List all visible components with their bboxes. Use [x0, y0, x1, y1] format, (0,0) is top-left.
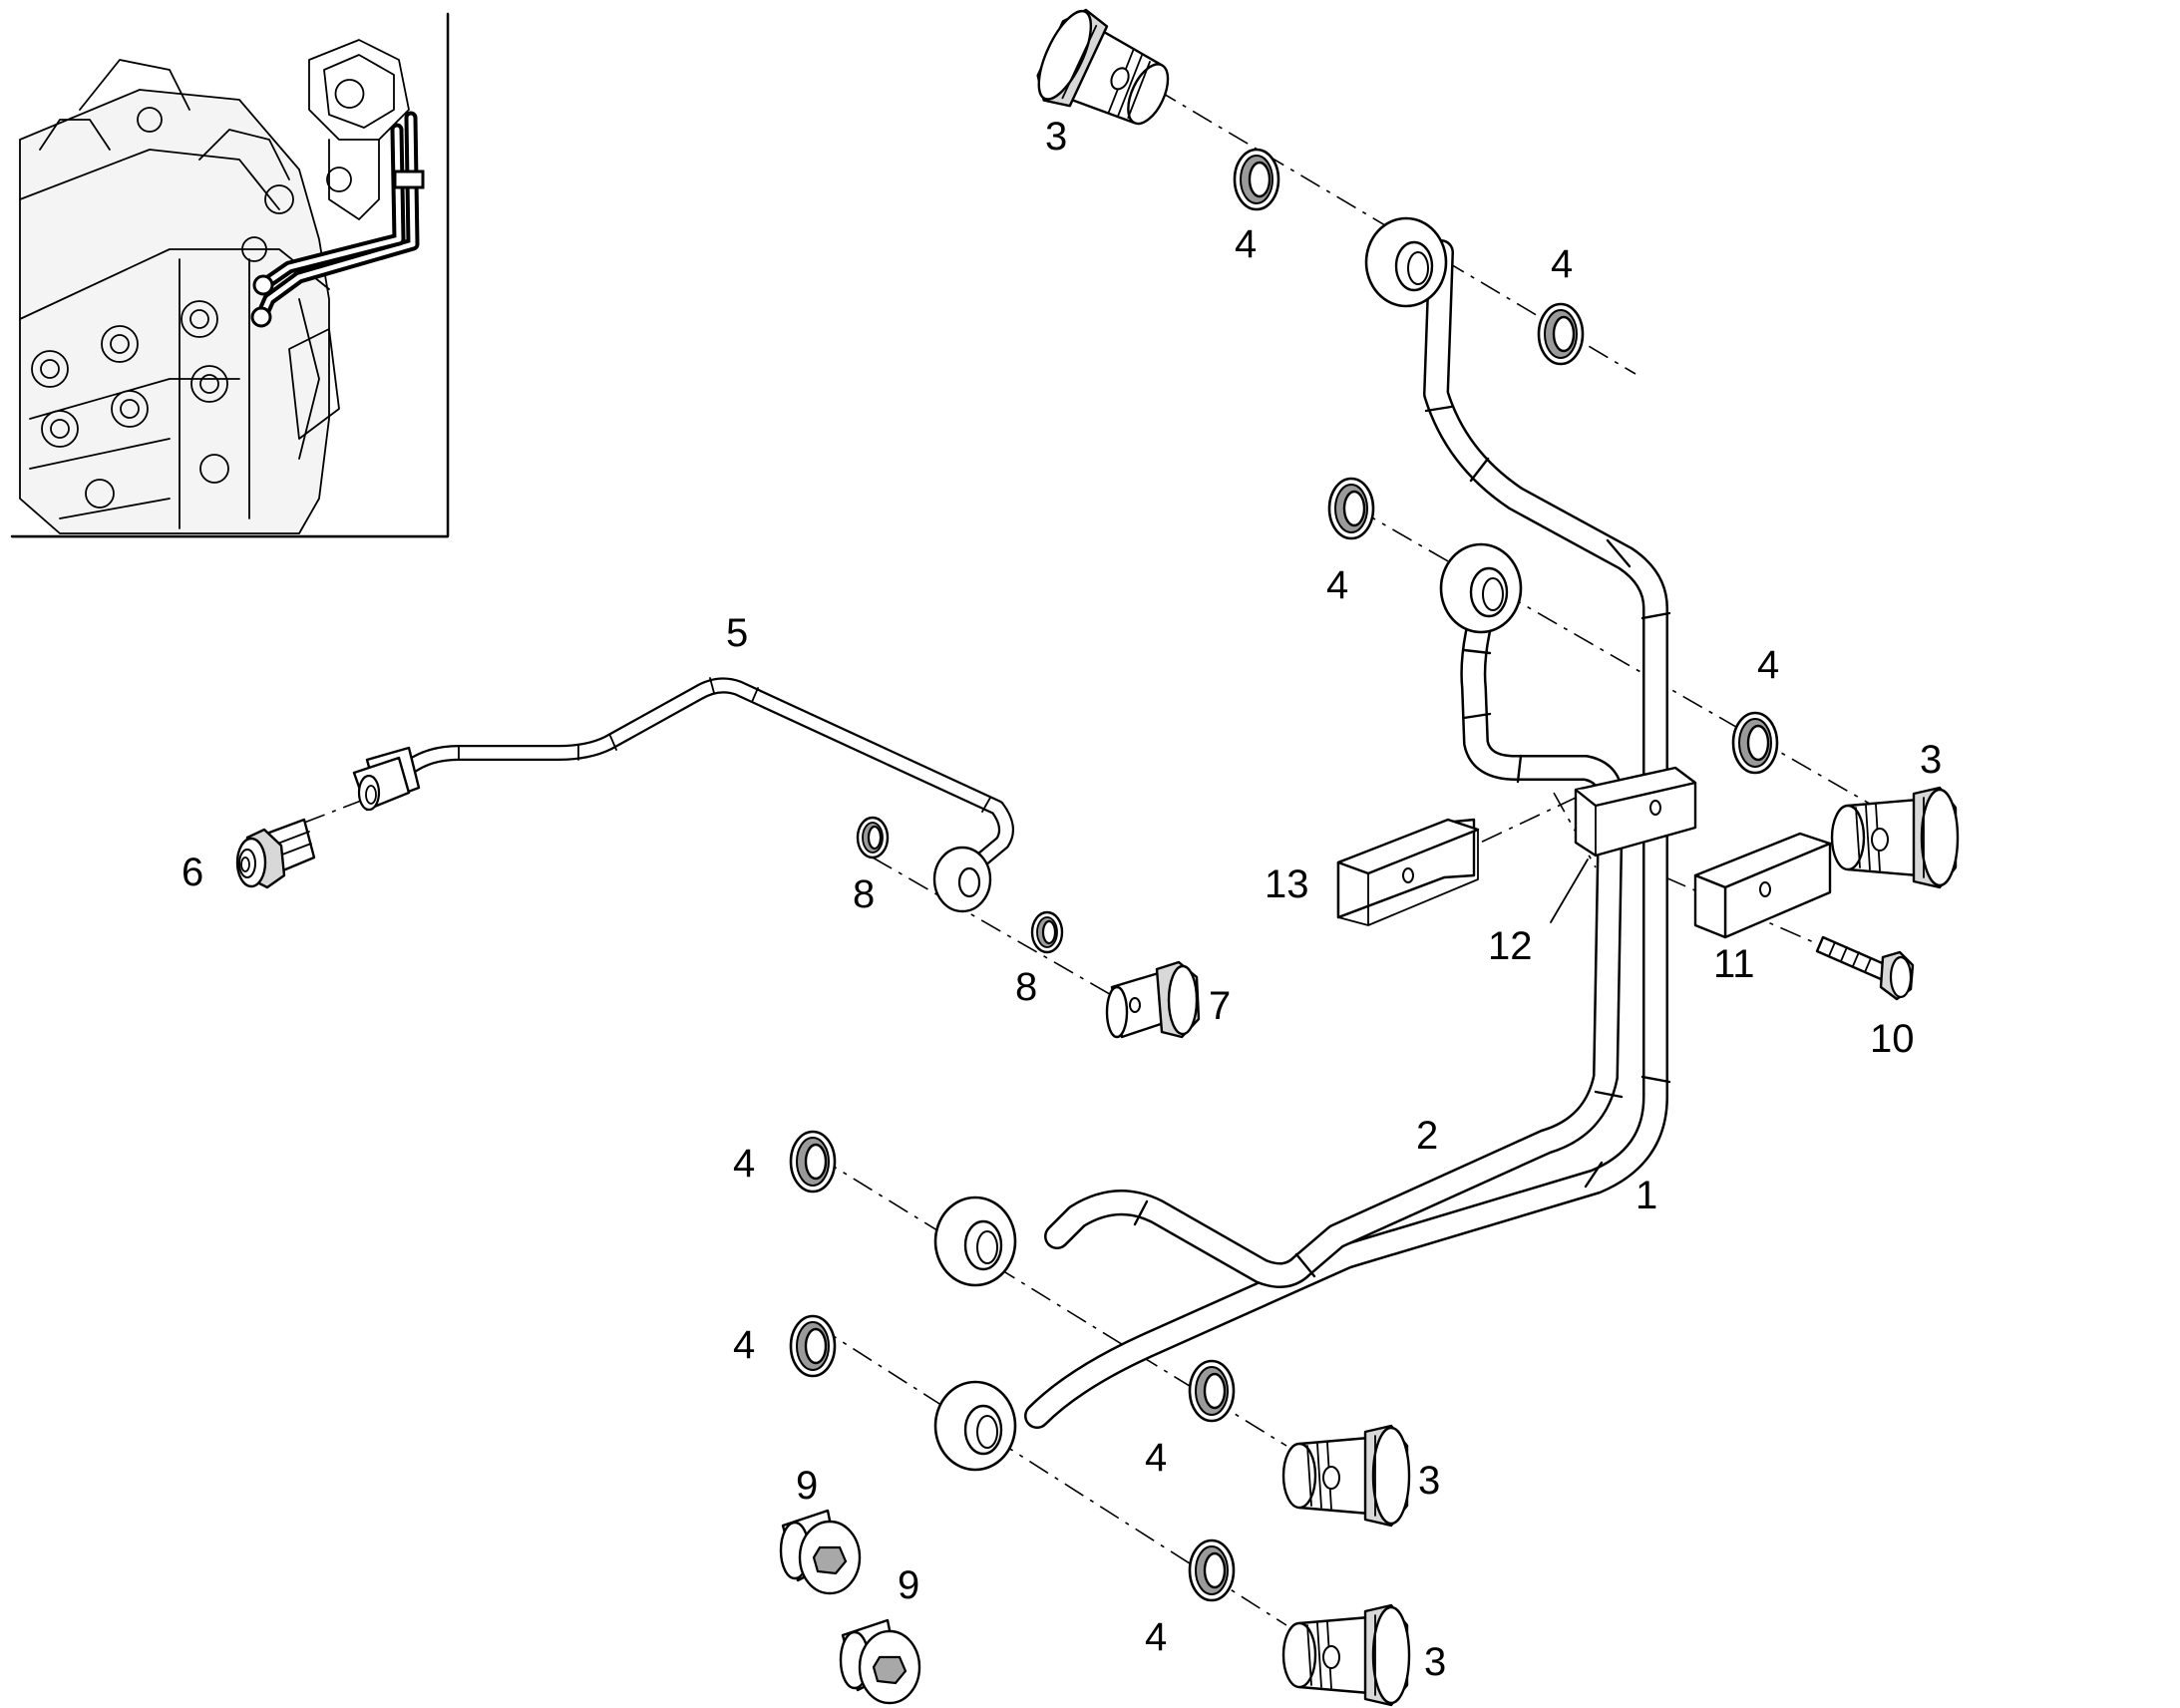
callout-6: 6 [182, 851, 203, 894]
hex-bolt-10 [1815, 935, 1915, 1001]
callout-4: 4 [1326, 563, 1348, 607]
banjo-bolt-3-bottom [1281, 1603, 1411, 1707]
callout-labels: 3 4 4 4 4 3 5 6 8 8 7 13 12 11 10 2 1 4 … [182, 115, 1942, 1684]
callout-3: 3 [1418, 1459, 1440, 1503]
plug-9-lower [839, 1618, 921, 1705]
pipe-2-eye-lower [933, 1196, 1017, 1287]
oil-pipe-2 [1044, 605, 1624, 1288]
callout-8: 8 [853, 872, 875, 916]
pipe-1-eye-lower [933, 1380, 1017, 1472]
banjo-bolt-3-right [1830, 786, 1960, 889]
callout-3: 3 [1045, 115, 1067, 159]
oil-pipe-5 [352, 677, 1014, 913]
banjo-bolt-7 [1105, 960, 1201, 1039]
plug-9-upper [779, 1509, 862, 1595]
callout-4: 4 [1145, 1615, 1167, 1659]
callout-1: 1 [1635, 1174, 1657, 1217]
spacer-plate-11 [1693, 832, 1832, 939]
callout-4: 4 [1757, 643, 1779, 687]
callout-9: 9 [898, 1563, 919, 1607]
callout-7: 7 [1209, 984, 1231, 1028]
callout-13: 13 [1265, 862, 1309, 906]
leader-lines [1550, 858, 1589, 923]
callout-12: 12 [1488, 924, 1533, 968]
spacer-plate-13 [1336, 818, 1480, 926]
callout-4: 4 [1235, 222, 1257, 266]
callout-10: 10 [1870, 1017, 1915, 1061]
inset-pipe-highlight [250, 111, 425, 328]
callout-9: 9 [796, 1464, 818, 1508]
pipe-2-eye-top [1439, 542, 1523, 634]
pipe-1-eye-top [1364, 216, 1448, 308]
callout-4: 4 [1551, 242, 1573, 286]
callout-4: 4 [733, 1323, 755, 1367]
callout-11: 11 [1713, 942, 1755, 986]
pressure-sender-6 [235, 818, 316, 889]
callout-4: 4 [733, 1142, 755, 1186]
pipe-clamp-12 [1574, 766, 1697, 857]
assembly-axis-lines [303, 89, 1956, 1626]
engine-location-inset [10, 12, 450, 538]
callout-8: 8 [1015, 965, 1037, 1009]
callout-4: 4 [1145, 1436, 1167, 1480]
callout-3: 3 [1424, 1640, 1446, 1684]
banjo-bolt-3-middle [1281, 1424, 1411, 1528]
callout-5: 5 [726, 611, 748, 655]
oil-pipe-1 [1024, 239, 1671, 1429]
callout-2: 2 [1416, 1114, 1438, 1158]
callout-3: 3 [1920, 738, 1942, 782]
